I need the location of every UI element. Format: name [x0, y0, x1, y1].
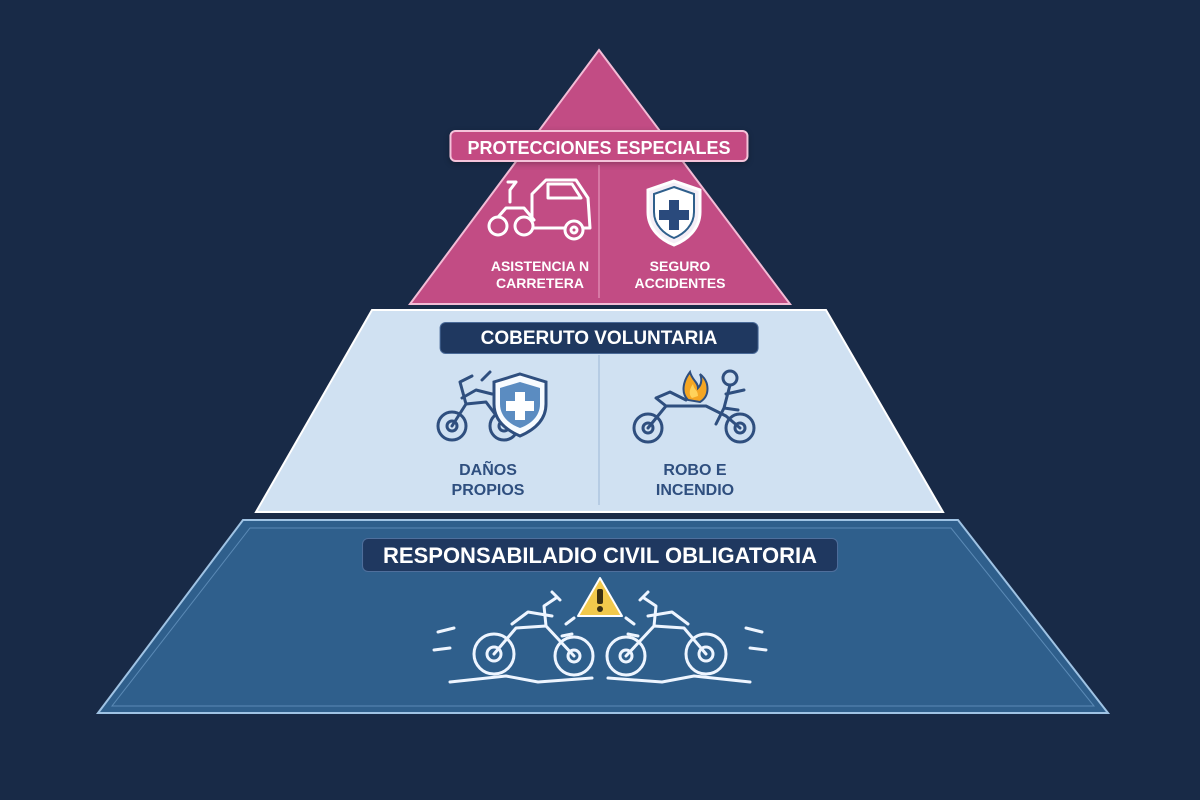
- top-item-roadside-assistance-label: ASISTENCIA N CARRETERA: [490, 258, 590, 292]
- motorcycle-shield-icon: [436, 370, 548, 442]
- bottom-tier-title: RESPONSABILADIO CIVIL OBLIGATORIA: [362, 538, 838, 572]
- motorcycle-collision-warning-icon: [432, 577, 768, 684]
- middle-item-theft-fire-label: ROBO E INCENDIO: [655, 462, 735, 499]
- shield-cross-icon: [646, 179, 702, 247]
- motorcycle-fire-thief-icon: [632, 369, 756, 444]
- tow-truck-motorcycle-icon: [487, 178, 592, 241]
- top-item-accident-insurance-label: SEGURO ACCIDENTES: [634, 258, 726, 292]
- top-tier: [408, 48, 793, 305]
- middle-item-own-damage-label: DAÑOS PROPIOS: [451, 462, 525, 499]
- bottom-tier-inner-border: [110, 527, 1096, 707]
- top-tier-title: PROTECCIONES ESPECIALES: [449, 130, 749, 162]
- middle-tier-title: COBERUTO VOLUNTARIA: [439, 322, 759, 354]
